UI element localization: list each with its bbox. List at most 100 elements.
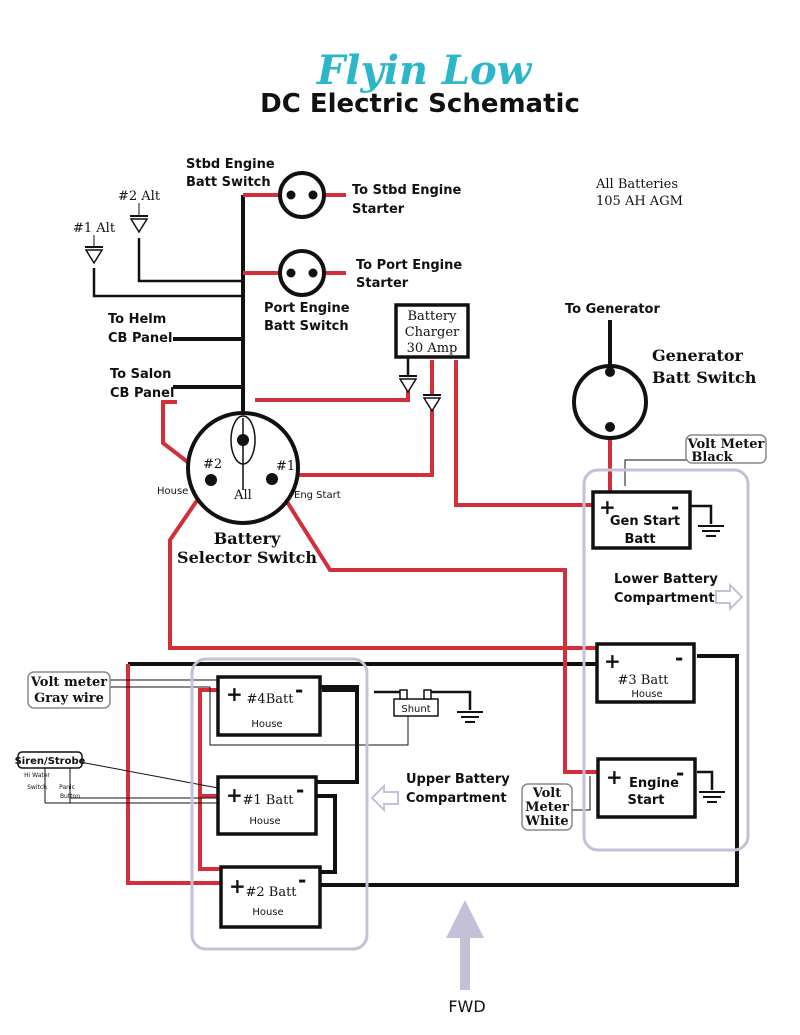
shunt-ground-icon (456, 711, 484, 723)
b4-minus: - (295, 678, 303, 702)
port-starter-label-2: Starter (356, 276, 409, 291)
siren-panic-2: Button (60, 793, 80, 800)
charger-label-1: Battery (407, 309, 457, 324)
b3-sub: House (631, 689, 662, 700)
port-starter-label-1: To Port Engine (356, 258, 462, 273)
selector-label-1: Battery (214, 529, 281, 548)
gen-start-battery (591, 490, 692, 550)
alt-1-label: #1 Alt (73, 221, 116, 236)
battery-3 (595, 642, 696, 704)
selector-pos-2: #2 (203, 457, 222, 472)
b1-sub: House (249, 816, 280, 827)
volt-meter-gray-tag (27, 671, 111, 709)
battery-2 (219, 865, 322, 929)
upper-compartment-label-1: Upper Battery (406, 772, 510, 787)
selector-house: House (157, 486, 188, 497)
b3-minus: - (675, 646, 683, 670)
eng-minus: - (676, 761, 684, 785)
b3-plus: + (604, 649, 621, 673)
salon-label-2: CB Panel (110, 386, 174, 401)
siren-panic-1: Panic (59, 784, 75, 791)
siren-hi-1: Hi Water (24, 772, 50, 779)
b2-minus: - (298, 868, 306, 892)
b1-minus: - (296, 778, 304, 802)
lower-battery-compartment (582, 468, 750, 852)
selector-label-2: Selector Switch (177, 548, 317, 567)
siren-hi-2: Switch (27, 784, 47, 791)
generator-batt-switch (572, 364, 648, 440)
engine-start-battery (596, 757, 697, 819)
b1-name: #1 Batt (242, 793, 294, 808)
gen-batt-minus: - (671, 495, 679, 519)
b2-plus: + (229, 874, 246, 898)
volt-meter-white-3: White (524, 814, 568, 829)
stbd-engine-batt-switch (278, 171, 326, 219)
stbd-switch-label-1: Stbd Engine (186, 157, 275, 172)
volt-meter-black-1: Volt Meter (687, 437, 765, 452)
battery-1 (216, 775, 318, 836)
selector-all: All (233, 488, 252, 503)
charger-label-2: Charger (405, 325, 460, 340)
b4-name: #4Batt (247, 692, 295, 707)
port-switch-label-2: Batt Switch (264, 319, 349, 334)
page-title: DC Electric Schematic (260, 89, 580, 119)
salon-label-1: To Salon (110, 367, 171, 382)
shunt-label: Shunt (401, 704, 430, 715)
volt-meter-white-2: Meter (525, 800, 569, 815)
note-line-2: 105 AH AGM (596, 194, 683, 209)
arrow-right-icon (715, 582, 744, 612)
volt-meter-gray-1: Volt meter (30, 675, 107, 690)
generator-switch-label-2: Batt Switch (652, 368, 757, 387)
arrow-left-icon (370, 783, 399, 813)
b4-plus: + (226, 682, 243, 706)
battery-charger (394, 303, 470, 359)
charger-diode-icon (398, 375, 442, 412)
volt-meter-white-1: Volt (532, 786, 562, 801)
helm-label-2: CB Panel (108, 331, 172, 346)
upper-battery-compartment (190, 657, 369, 951)
eng-name-1: Engine (629, 776, 679, 791)
alt-2-label: #2 Alt (118, 189, 161, 204)
generator-to-label: To Generator (565, 302, 660, 317)
selector-pos-1: #1 (276, 459, 295, 474)
note-line-1: All Batteries (595, 177, 678, 192)
battery-4 (216, 675, 322, 737)
positive-wires (126, 193, 612, 885)
upper-compartment-label-2: Compartment (406, 791, 507, 806)
charger-label-3: 30 Amp (407, 341, 458, 356)
gen-batt-plus: + (599, 495, 616, 519)
b2-name: #2 Batt (245, 885, 297, 900)
volt-meter-gray-2: Gray wire (34, 691, 104, 706)
b1-plus: + (226, 783, 243, 807)
brand-title: Flyin Low (316, 47, 533, 94)
stbd-starter-label-1: To Stbd Engine (352, 183, 461, 198)
siren-title: Siren/Strobe (15, 756, 86, 767)
stbd-starter-label-2: Starter (352, 202, 405, 217)
battery-selector-switch (186, 411, 300, 525)
helm-label-1: To Helm (108, 312, 166, 327)
gen-batt-name-2: Batt (624, 532, 655, 547)
lower-compartment-label-2: Compartment (614, 591, 715, 606)
gen-batt-name-1: Gen Start (610, 514, 680, 529)
alternator-2-icon (129, 215, 149, 233)
volt-meter-black-2: Black (691, 450, 733, 465)
alternator-1-icon (84, 246, 104, 264)
selector-eng-start: Eng Start (294, 490, 341, 501)
eng-plus: + (606, 765, 623, 789)
port-switch-label-1: Port Engine (264, 301, 350, 316)
siren-strobe-tag (17, 751, 83, 769)
port-engine-batt-switch (278, 249, 326, 297)
lower-compartment-label-1: Lower Battery (614, 572, 718, 587)
volt-meter-white-tag (521, 783, 573, 831)
gen-ground-icon (697, 525, 725, 537)
forward-arrow-icon (446, 900, 484, 990)
b2-sub: House (252, 907, 283, 918)
stbd-switch-label-2: Batt Switch (186, 175, 271, 190)
generator-switch-label-1: Generator (652, 346, 744, 365)
fwd-label: FWD (448, 997, 485, 1016)
shunt (393, 698, 439, 717)
engine-ground-icon (698, 791, 726, 803)
b3-name: #3 Batt (617, 673, 669, 688)
volt-meter-black-tag (685, 434, 767, 464)
